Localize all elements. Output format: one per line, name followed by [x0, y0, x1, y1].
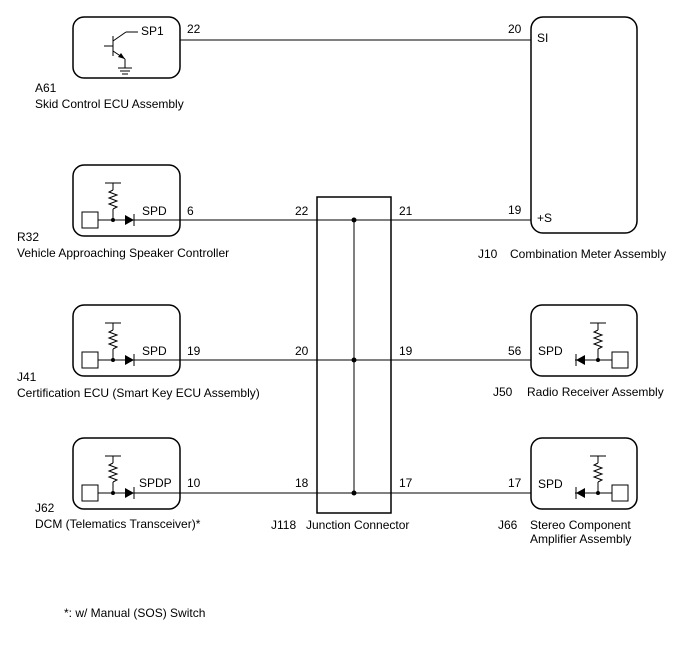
- j66-pin-label: SPD: [538, 477, 563, 491]
- r32-pin-number: 6: [187, 204, 194, 218]
- j50-pin-label: SPD: [538, 344, 563, 358]
- j10-si-label: SI: [537, 31, 548, 45]
- j10-s-pin-number: 19: [508, 203, 522, 217]
- j118-code: J118: [271, 518, 296, 532]
- j10-code: J10: [478, 247, 498, 261]
- j66-node: [596, 491, 600, 495]
- diode-icon: [576, 488, 585, 498]
- r32-code: R32: [17, 230, 39, 244]
- j118-right-pin-1: 21: [399, 204, 413, 218]
- a61-code: A61: [35, 81, 57, 95]
- junction-node-2: [351, 357, 357, 363]
- wires: [136, 39, 531, 494]
- r32-pin-label: SPD: [142, 204, 167, 218]
- j62-pin-number: 10: [187, 476, 201, 490]
- j62-name: DCM (Telematics Transceiver)*: [35, 517, 201, 531]
- a61-pin-number: 22: [187, 22, 201, 36]
- junction-connector-box: [316, 196, 392, 514]
- r32-node: [111, 218, 115, 222]
- j50-code: J50: [493, 385, 513, 399]
- diode-icon: [125, 355, 134, 365]
- j50-node: [596, 358, 600, 362]
- j41-code: J41: [17, 370, 37, 384]
- r32-name: Vehicle Approaching Speaker Controller: [17, 246, 229, 260]
- j50-box: [530, 304, 638, 377]
- a61-box: [72, 16, 181, 79]
- j41-pin-label: SPD: [142, 344, 167, 358]
- r32-box: [72, 164, 181, 237]
- a61-pin-label: SP1: [141, 24, 164, 38]
- resistor-icon: [575, 322, 629, 369]
- footnote: *: w/ Manual (SOS) Switch: [64, 606, 205, 620]
- j41-pin-number: 19: [187, 344, 201, 358]
- j66-name-line-1: Stereo Component: [530, 518, 631, 532]
- j41-node: [111, 358, 115, 362]
- transistor-arrow-icon: [118, 53, 125, 59]
- j62-code: J62: [35, 501, 55, 515]
- j118-left-pin-3: 18: [295, 476, 309, 490]
- j50-pin-number: 56: [508, 344, 522, 358]
- junction-node-1: [351, 217, 357, 223]
- j118-left-pin-2: 20: [295, 344, 309, 358]
- j50-name: Radio Receiver Assembly: [527, 385, 664, 399]
- diode-icon: [576, 355, 585, 365]
- j62-node: [111, 491, 115, 495]
- diode-icon: [125, 215, 134, 225]
- j66-pin-number: 17: [508, 476, 522, 490]
- j66-box: [530, 437, 638, 510]
- j10-box: [530, 16, 638, 234]
- j41-name: Certification ECU (Smart Key ECU Assembl…: [17, 386, 260, 400]
- j62-pin-label: SPDP: [139, 476, 172, 490]
- j118-name: Junction Connector: [306, 518, 409, 532]
- junction-node-3: [351, 490, 357, 496]
- j10-si-pin-number: 20: [508, 22, 522, 36]
- j41-box: [72, 304, 181, 377]
- j66-code: J66: [498, 518, 518, 532]
- j118-right-pin-2: 19: [399, 344, 413, 358]
- a61-name: Skid Control ECU Assembly: [35, 97, 184, 111]
- diode-icon: [125, 488, 134, 498]
- transistor-icon: [104, 31, 138, 75]
- j118-right-pin-3: 17: [399, 476, 413, 490]
- j62-box: [72, 437, 181, 510]
- j10-s-label: +S: [537, 211, 552, 225]
- j10-name: Combination Meter Assembly: [510, 247, 666, 261]
- j66-name-line-2: Amplifier Assembly: [530, 532, 631, 546]
- j118-left-pin-1: 22: [295, 204, 309, 218]
- resistor-icon: [81, 182, 136, 229]
